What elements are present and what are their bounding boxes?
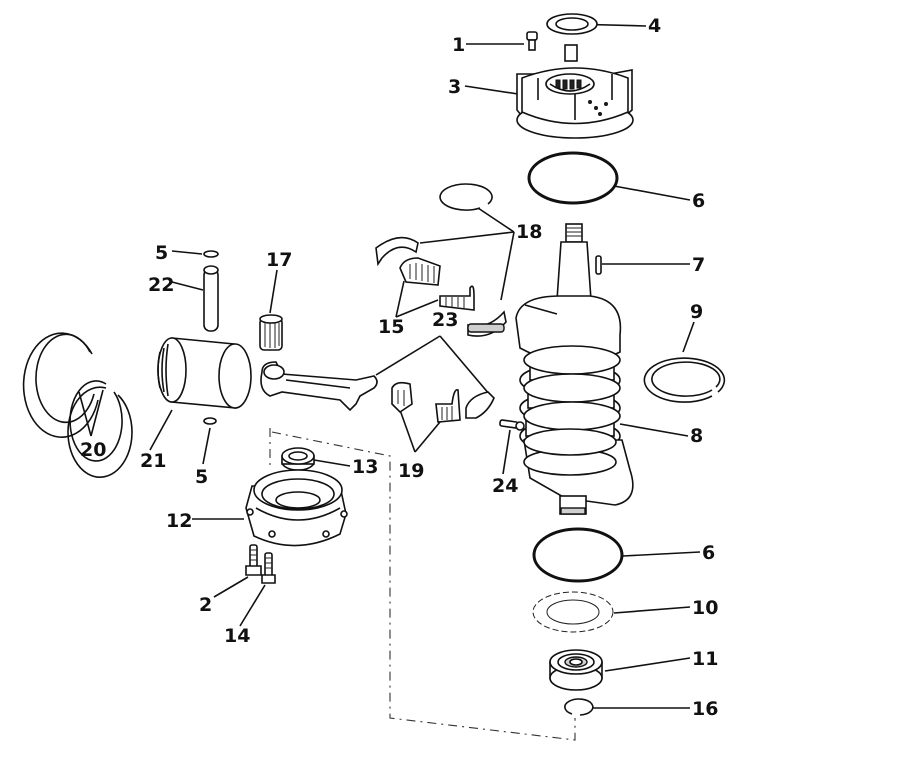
- part-o-ring-6-upper: [527, 151, 619, 205]
- callout-6-upper: 6: [692, 190, 706, 212]
- part-crankshaft-8: [515, 223, 634, 515]
- callout-10: 10: [692, 597, 719, 619]
- callout-17: 17: [266, 249, 293, 271]
- callout-20: 20: [80, 439, 107, 461]
- part-screw-2: [245, 544, 262, 576]
- callout-21: 21: [140, 450, 167, 472]
- part-screw-14: [261, 552, 276, 584]
- part-lower-housing-12: [245, 469, 348, 547]
- callout-13: 13: [352, 456, 379, 478]
- callout-2: 2: [199, 594, 213, 616]
- leader-lines: [78, 23, 701, 709]
- part-ball-bearing-11: [549, 649, 603, 691]
- part-seal-4: [546, 13, 598, 35]
- callout-18: 18: [516, 221, 543, 243]
- part-retaining-ring-16: [564, 698, 594, 716]
- part-screw-1: [526, 31, 538, 51]
- callout-22: 22: [148, 274, 175, 296]
- part-rod-screw-24: [499, 419, 525, 431]
- part-piston-21: [157, 337, 252, 409]
- part-piston-rings-20: [22, 332, 133, 478]
- callout-24: 24: [492, 475, 519, 497]
- callout-14: 14: [224, 625, 251, 647]
- callout-15: 15: [378, 316, 405, 338]
- part-bearing-19: [391, 381, 461, 423]
- part-piston-pin-22: [203, 265, 219, 332]
- callout-3: 3: [448, 76, 462, 98]
- callout-11: 11: [692, 648, 719, 670]
- callout-12: 12: [166, 510, 193, 532]
- part-ring-5-upper: [203, 250, 219, 258]
- callout-8: 8: [690, 425, 704, 447]
- callout-4: 4: [648, 15, 662, 37]
- part-seal-13: [281, 447, 315, 471]
- callout-5-lower: 5: [195, 466, 209, 488]
- part-ring-5-lower: [203, 417, 217, 425]
- part-o-ring-6-lower: [532, 527, 624, 583]
- part-upper-housing-3: [516, 44, 634, 139]
- alignment-line: [269, 428, 576, 741]
- callout-9: 9: [690, 301, 704, 323]
- part-bearing-15: [399, 257, 475, 311]
- callout-19: 19: [398, 460, 425, 482]
- part-connecting-rod-23: [260, 361, 495, 419]
- callout-16: 16: [692, 698, 719, 720]
- part-ring-9: [643, 357, 726, 403]
- part-gasket-10: [532, 591, 614, 633]
- part-needle-bearing-17: [259, 314, 283, 351]
- callout-7: 7: [692, 254, 706, 276]
- part-key-7: [595, 255, 602, 275]
- callout-6-lower: 6: [702, 542, 716, 564]
- callout-23: 23: [432, 309, 459, 331]
- callout-5-upper: 5: [155, 242, 169, 264]
- callout-1: 1: [452, 34, 466, 56]
- part-retainer-18: [375, 183, 507, 337]
